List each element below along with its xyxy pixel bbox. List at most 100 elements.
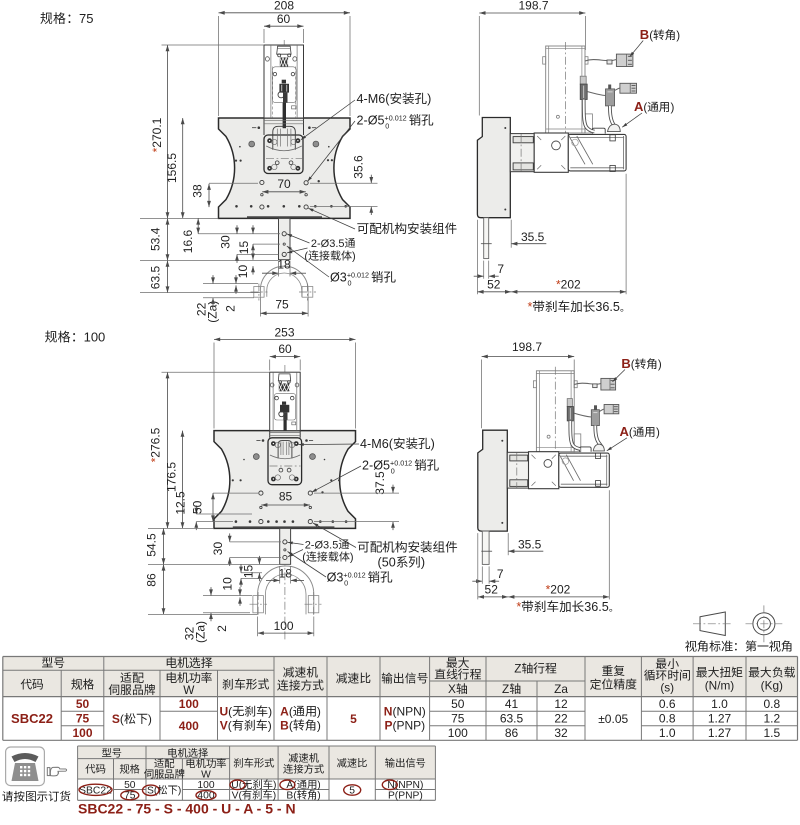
svg-text:A(通用): A(通用) (286, 776, 320, 791)
svg-text:U(无刹车): U(无刹车) (219, 702, 272, 719)
svg-text:*202: *202 (546, 581, 571, 598)
svg-text:32: 32 (554, 724, 568, 741)
svg-text:电机选择: 电机选择 (165, 654, 212, 671)
svg-text:直线行程: 直线行程 (434, 666, 481, 683)
svg-text:请按图示订货: 请按图示订货 (2, 788, 71, 804)
svg-text:V(有刹车): V(有刹车) (232, 787, 277, 802)
svg-text:伺服品牌: 伺服品牌 (108, 681, 155, 698)
svg-text:连接方式: 连接方式 (277, 677, 324, 694)
svg-text:50: 50 (451, 695, 465, 712)
svg-text:减速机: 减速机 (288, 750, 320, 765)
svg-text:电机功率: 电机功率 (185, 755, 226, 770)
svg-text:S(松下): S(松下) (112, 710, 152, 727)
svg-text:(Za): (Za) (192, 621, 209, 643)
svg-text:适配: 适配 (120, 669, 144, 686)
svg-text:85: 85 (279, 488, 293, 505)
svg-text:32: 32 (180, 627, 197, 641)
svg-text:5: 5 (349, 781, 355, 796)
svg-text:P(PNP): P(PNP) (384, 717, 425, 734)
svg-text:规格：100: 规格：100 (45, 327, 106, 346)
svg-text:可配机构安装组件: 可配机构安装组件 (357, 218, 458, 237)
svg-text:电机选择: 电机选择 (167, 744, 208, 759)
svg-text:176.5: 176.5 (163, 462, 180, 492)
svg-text:X轴: X轴 (448, 680, 468, 697)
svg-text:18: 18 (277, 256, 291, 273)
svg-text:75: 75 (76, 710, 90, 727)
svg-text:视角标准：第一视角: 视角标准：第一视角 (685, 638, 793, 655)
svg-text:54.5: 54.5 (143, 533, 160, 557)
svg-text:连接方式: 连接方式 (283, 761, 325, 776)
svg-text:70: 70 (277, 175, 291, 192)
svg-text:刹车形式: 刹车形式 (222, 676, 269, 693)
svg-text:最大负载: 最大负载 (748, 664, 795, 681)
svg-text:B(转角): B(转角) (286, 787, 320, 802)
svg-text:30: 30 (209, 542, 226, 556)
svg-text:75: 75 (451, 710, 465, 727)
svg-text:2-Ø3.5通: 2-Ø3.5通 (305, 537, 350, 553)
svg-text:15: 15 (239, 565, 256, 579)
svg-text:86: 86 (143, 573, 160, 587)
svg-text:100: 100 (72, 724, 92, 741)
svg-text:52: 52 (487, 276, 501, 293)
svg-text:减速机: 减速机 (283, 664, 319, 681)
svg-text:0.6: 0.6 (659, 695, 676, 712)
svg-text:W: W (183, 681, 195, 698)
svg-text:代码: 代码 (20, 676, 44, 693)
svg-text:A(通用): A(通用) (620, 421, 660, 440)
svg-text:最大扭矩: 最大扭矩 (696, 664, 743, 681)
svg-text:(连接载体): (连接载体) (302, 549, 353, 565)
svg-text:38: 38 (189, 184, 206, 198)
svg-text:A(通用): A(通用) (280, 702, 321, 719)
svg-text:代码: 代码 (85, 761, 106, 776)
svg-text:4-M6(安装孔): 4-M6(安装孔) (357, 88, 432, 107)
svg-text:(Za): (Za) (204, 301, 221, 323)
svg-text:A(通用): A(通用) (634, 96, 674, 115)
svg-text:(50系列): (50系列) (378, 552, 426, 571)
svg-text:18: 18 (279, 565, 293, 582)
svg-text:1.2: 1.2 (763, 710, 780, 727)
svg-text:P(PNP): P(PNP) (388, 787, 423, 802)
svg-text:(s): (s) (660, 678, 674, 695)
svg-text:12.5: 12.5 (171, 491, 188, 515)
svg-text:2: 2 (222, 305, 239, 312)
svg-text:0.8: 0.8 (763, 695, 780, 712)
svg-text:253: 253 (274, 323, 294, 340)
svg-text:35.5: 35.5 (518, 536, 542, 553)
svg-text:60: 60 (277, 10, 291, 27)
svg-text:7: 7 (497, 260, 504, 277)
svg-text:最大: 最大 (446, 654, 470, 671)
svg-text:4-M6(安装孔): 4-M6(安装孔) (360, 433, 435, 452)
svg-text:电机功率: 电机功率 (165, 669, 212, 686)
svg-text:(N/m): (N/m) (705, 677, 735, 694)
svg-text:50: 50 (188, 500, 205, 514)
svg-text:75: 75 (124, 787, 136, 802)
svg-text:2-Ø3.5通: 2-Ø3.5通 (311, 235, 356, 251)
svg-text:1.27: 1.27 (708, 724, 732, 741)
svg-text:U(无刹车): U(无刹车) (231, 776, 276, 791)
svg-text:5: 5 (350, 710, 357, 727)
svg-text:*带刹车加长36.5。: *带刹车加长36.5。 (528, 296, 629, 315)
svg-text:B(转角): B(转角) (280, 717, 321, 734)
svg-text:50: 50 (124, 776, 136, 791)
svg-text:100: 100 (274, 617, 294, 634)
svg-text:35.5: 35.5 (521, 228, 545, 245)
svg-text:16.6: 16.6 (179, 229, 196, 253)
svg-text:(连接载体): (连接载体) (304, 248, 355, 264)
svg-text:22: 22 (193, 302, 210, 316)
svg-text:定位精度: 定位精度 (590, 676, 637, 693)
svg-text:Z轴行程: Z轴行程 (514, 660, 557, 677)
svg-text:86: 86 (505, 724, 519, 741)
svg-text:规格: 规格 (71, 676, 95, 693)
svg-text:伺服品牌: 伺服品牌 (144, 766, 185, 781)
svg-text:100: 100 (197, 776, 214, 791)
svg-text:63.5: 63.5 (500, 710, 524, 727)
svg-text:输出信号: 输出信号 (381, 670, 428, 687)
svg-text:100: 100 (179, 695, 199, 712)
svg-text:输出信号: 输出信号 (385, 755, 426, 770)
svg-text:(Kg): (Kg) (761, 677, 783, 694)
svg-text:75: 75 (275, 295, 289, 312)
